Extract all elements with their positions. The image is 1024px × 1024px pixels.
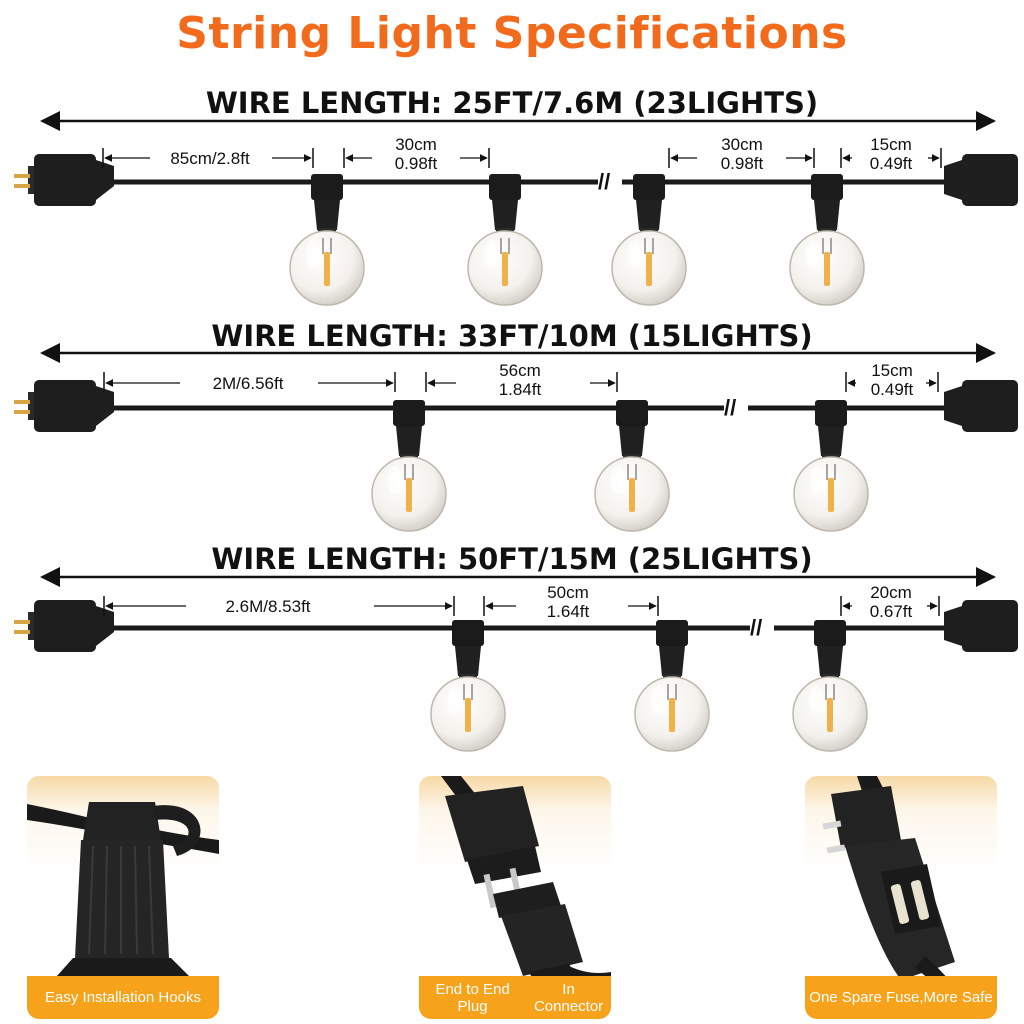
tail-length-label: 0.67ft	[870, 602, 913, 621]
feature-card-plug: End to End Plug In Connector	[419, 776, 611, 1019]
spacing-label: 1.64ft	[547, 602, 590, 621]
fuse-plug-icon	[822, 776, 975, 1019]
feature-card-hooks: Easy Installation Hooks	[27, 776, 219, 1019]
feature-caption: End to End Plug In Connector	[419, 976, 611, 1019]
spec-row-2: WIRE LENGTH: 33FT/10M (15LIGHTS) // 2M/6…	[14, 319, 1018, 532]
wire-length-label: WIRE LENGTH: 25FT/7.6M (23LIGHTS)	[206, 86, 818, 120]
spacing-label: 0.98ft	[395, 154, 438, 173]
feature-caption: One Spare Fuse, More Safe	[805, 976, 997, 1019]
spacing-label: 30cm	[721, 135, 763, 154]
tail-length-label: 20cm	[870, 583, 912, 602]
spacing-label: 1.84ft	[499, 380, 542, 399]
svg-text://: //	[724, 395, 736, 420]
spec-row-1: WIRE LENGTH: 25FT/7.6M (23LIGHTS) // 85c…	[14, 86, 1018, 306]
feature-card-fuse: One Spare Fuse, More Safe	[805, 776, 997, 1019]
tail-length-label: 0.49ft	[870, 154, 913, 173]
lead-length-label: 85cm/2.8ft	[170, 149, 250, 168]
spacing-label: 30cm	[395, 135, 437, 154]
wire-length-label: WIRE LENGTH: 33FT/10M (15LIGHTS)	[211, 319, 812, 353]
feature-caption: Easy Installation Hooks	[27, 976, 219, 1019]
lead-length-label: 2M/6.56ft	[213, 374, 284, 393]
wire-length-label: WIRE LENGTH: 50FT/15M (25LIGHTS)	[211, 542, 812, 576]
hook-socket-icon	[27, 802, 219, 976]
page-title: String Light Specifications	[176, 8, 848, 59]
svg-text://: //	[598, 169, 610, 194]
spacing-label: 56cm	[499, 361, 541, 380]
svg-text://: //	[750, 615, 762, 640]
tail-length-label: 15cm	[871, 361, 913, 380]
tail-length-label: 15cm	[870, 135, 912, 154]
spec-row-3: WIRE LENGTH: 50FT/15M (25LIGHTS) // 2.6M…	[14, 542, 1018, 752]
lead-length-label: 2.6M/8.53ft	[225, 597, 310, 616]
spacing-label: 50cm	[547, 583, 589, 602]
tail-length-label: 0.49ft	[871, 380, 914, 399]
spacing-label: 0.98ft	[721, 154, 764, 173]
spec-diagram: WIRE LENGTH: 25FT/7.6M (23LIGHTS) // 85c…	[14, 86, 1018, 752]
